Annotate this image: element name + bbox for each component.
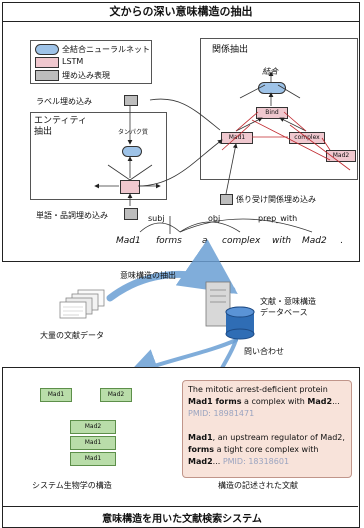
struct-caption: システム生物学の構造: [32, 481, 112, 490]
excerpt-2-mid: , an upstream regulator of Mad2,: [212, 433, 345, 442]
doc-caption: 構造の記述された文献: [218, 481, 298, 490]
word-period: .: [340, 236, 343, 246]
label-embed-label: ラベル埋め込み: [36, 97, 92, 106]
excerpt-1-post: ...: [332, 397, 340, 406]
legend-lstm-label: LSTM: [62, 57, 84, 66]
relation-extraction-box: [200, 38, 358, 180]
dep-embed-box: [220, 194, 233, 205]
bulk-data-label: 大量の文献データ: [40, 331, 104, 340]
excerpt-2-bold-2: forms: [188, 445, 215, 454]
excerpt-1-bold-2: Mad2: [307, 397, 333, 406]
dep-subj: subj: [148, 214, 165, 223]
struct-mad2-inner: Mad2: [70, 420, 116, 434]
legend-fc-swatch: [35, 44, 59, 55]
excerpt-2-pmid[interactable]: PMID: 18318601: [222, 457, 290, 466]
excerpt-1-mid: a complex with: [241, 397, 308, 406]
document-stack-icon: [59, 289, 105, 319]
relation-mad2-node: Mad2: [326, 150, 356, 162]
excerpt-2-mid2: a tight core complex with: [214, 445, 319, 454]
footer-divider: [2, 506, 358, 507]
server-db-icon: [205, 281, 255, 340]
struct-mad1-top: Mad1: [40, 388, 72, 402]
dep-prep-with: prep_with: [258, 214, 298, 223]
relation-extraction-label: 関係抽出: [212, 45, 249, 55]
legend-fc-label: 全結合ニューラルネット: [62, 45, 150, 54]
legend-embed-label: 埋め込み表現: [62, 71, 110, 80]
struct-mad1-inner-2: Mad1: [70, 452, 116, 466]
excerpt-2-bold-1: Mad1: [188, 433, 213, 442]
word-complex: complex: [222, 236, 261, 246]
dep-obj: obj: [208, 214, 221, 223]
excerpt-2: Mad1, an upstream regulator of Mad2, for…: [188, 432, 346, 468]
extraction-title: 文からの深い意味構造の抽出: [3, 3, 359, 22]
label-embed-box: [124, 95, 138, 106]
extract-label: 意味構造の抽出: [120, 271, 176, 280]
struct-mad2-top: Mad2: [100, 388, 132, 402]
struct-mad1-inner: Mad1: [70, 436, 116, 450]
query-label: 問い合わせ: [244, 347, 284, 356]
word-forms: forms: [156, 236, 182, 246]
word-mad1: Mad1: [116, 236, 141, 246]
word-embed-box: [124, 208, 138, 220]
footer-title: 意味構造を用いた文献検索システム: [102, 514, 262, 525]
excerpt-1-bold-1: Mad1 forms: [188, 397, 242, 406]
db-label: 文献・意味構造 データベース: [260, 297, 316, 317]
word-pos-embed-label: 単語・品詞埋め込み: [36, 211, 108, 220]
word-with: with: [272, 236, 292, 246]
excerpt-1-pmid[interactable]: PMID: 18981471: [188, 409, 255, 418]
entity-extraction-label: エンティティ 抽出: [34, 116, 87, 137]
legend-lstm-swatch: [35, 57, 59, 68]
excerpt-2-post: ...: [212, 457, 223, 466]
excerpt-2-bold-3: Mad2: [188, 457, 213, 466]
excerpt-1: The mitotic arrest-deficient protein Mad…: [188, 384, 346, 420]
document-excerpt-box: [182, 380, 352, 478]
dep-embed-label: 係り受け関係埋め込み: [236, 195, 316, 204]
legend-embed-swatch: [35, 70, 59, 81]
entity-extraction-box: [30, 112, 167, 200]
tanpaku-label: タンパク質: [118, 129, 149, 136]
word-mad2: Mad2: [302, 236, 327, 246]
excerpt-1-pre: The mitotic arrest-deficient protein: [188, 385, 328, 394]
